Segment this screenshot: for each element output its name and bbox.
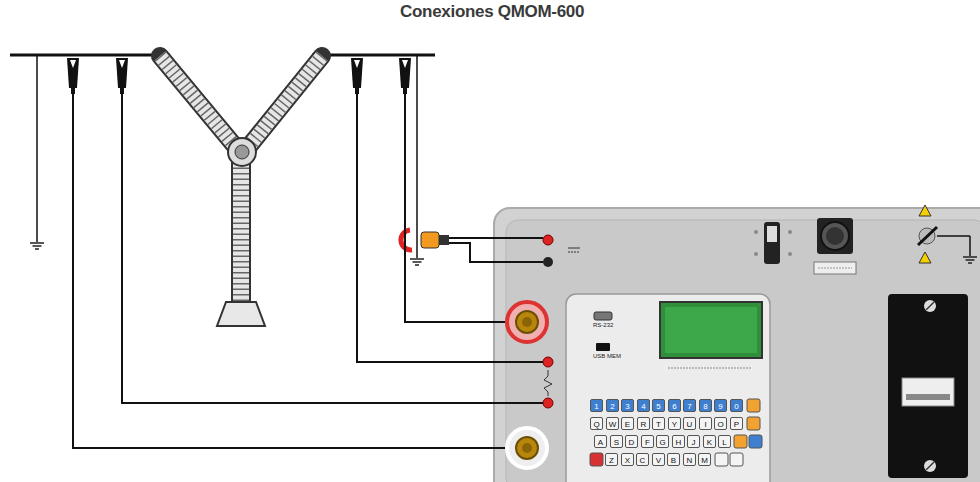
- port-label: RS-232: [593, 322, 613, 328]
- keypad-key: A: [594, 435, 607, 448]
- keypad-key: X: [621, 453, 634, 466]
- keypad-key: 7: [683, 399, 696, 412]
- keypad-key: K: [703, 435, 716, 448]
- keypad-key: V: [652, 453, 665, 466]
- keypad-key: G: [656, 435, 669, 448]
- keypad-key: 8: [699, 399, 712, 412]
- keypad-key: F: [641, 435, 654, 448]
- keypad-key: L: [718, 435, 731, 448]
- keypad-key: W: [606, 417, 619, 430]
- instrument-panel: [494, 205, 980, 482]
- keypad-key: P: [730, 417, 743, 430]
- diagram-title: Conexiones QMOM-600: [400, 2, 584, 22]
- keypad-key: 5: [652, 399, 665, 412]
- keypad-key: 9: [714, 399, 727, 412]
- keypad-key: D: [625, 435, 638, 448]
- keypad-key: 4: [637, 399, 650, 412]
- keypad-key: E: [621, 417, 634, 430]
- keypad-key: O: [714, 417, 727, 430]
- keypad-key: 1: [590, 399, 603, 412]
- keypad-key: 3: [621, 399, 634, 412]
- keypad-key: S: [610, 435, 623, 448]
- keypad-key: C: [636, 453, 649, 466]
- keypad-key: J: [687, 435, 700, 448]
- keypad-key: U: [683, 417, 696, 430]
- keypad-key: B: [667, 453, 680, 466]
- keypad-key: M: [698, 453, 711, 466]
- keypad-key: Y: [668, 417, 681, 430]
- keypad-key: 6: [668, 399, 681, 412]
- keypad-key: Z: [605, 453, 618, 466]
- current-clamp: [401, 230, 543, 262]
- keypad-key: I: [699, 417, 712, 430]
- keypad-key: Q: [590, 417, 603, 430]
- keypad-key: N: [683, 453, 696, 466]
- keypad-key: R: [637, 417, 650, 430]
- port-label: USB MEM: [593, 353, 621, 359]
- bus-bar: [10, 55, 435, 56]
- disconnector-insulator: [160, 56, 322, 326]
- grounding-lead: [30, 55, 424, 265]
- keypad-key: T: [652, 417, 665, 430]
- keypad-key: H: [672, 435, 685, 448]
- test-lead: [73, 94, 543, 448]
- keypad-key: 2: [606, 399, 619, 412]
- keypad-key: 0: [730, 399, 743, 412]
